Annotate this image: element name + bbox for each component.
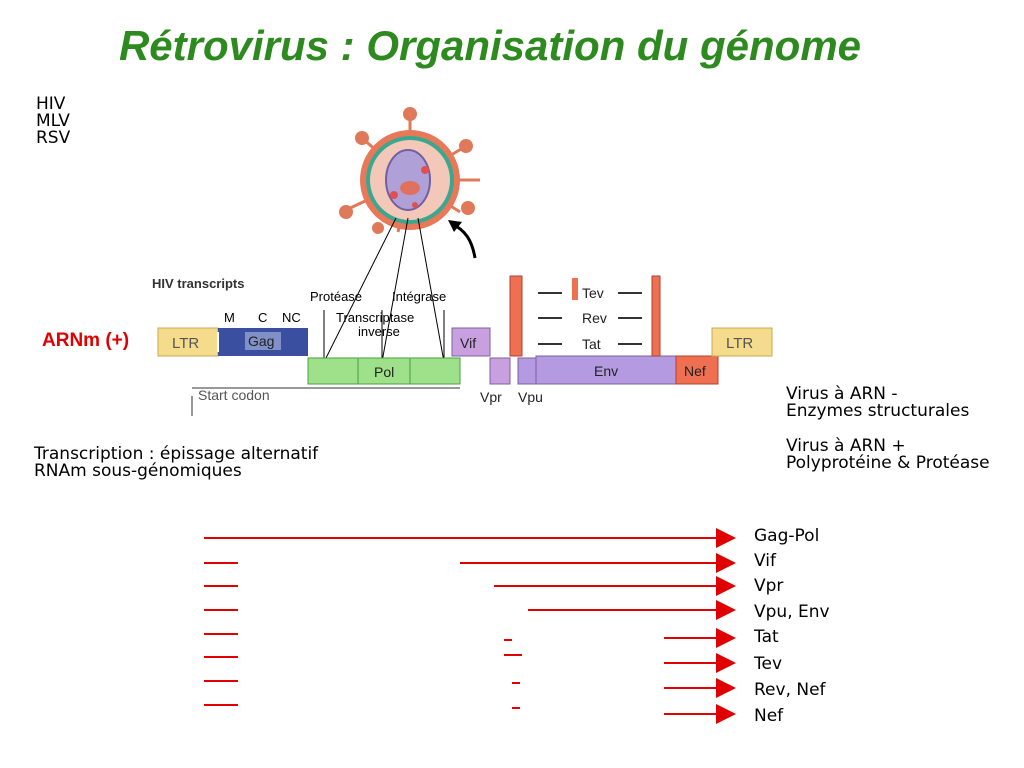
note-arn-plus: Virus à ARN + Polyprotéine & Protéase: [786, 436, 990, 473]
figure-heading: HIV transcripts: [152, 276, 244, 291]
virion-icon: [339, 107, 480, 234]
gene-ltr-right: [711, 327, 773, 357]
enzyme-integrase: Intégrase: [392, 289, 446, 304]
mrna-label: ARNm (+): [42, 330, 130, 351]
transcript-label: Vif: [754, 551, 776, 571]
enzyme-rt-2: inverse: [358, 324, 400, 339]
transcript-arrows: [204, 528, 736, 724]
virus-list-item: RSV: [36, 128, 71, 148]
svg-text:Vif: Vif: [460, 335, 476, 351]
svg-text:Vpr: Vpr: [480, 389, 502, 405]
enzyme-rt-1: Transcriptase: [336, 310, 414, 325]
virus-list-item: MLV: [36, 111, 70, 131]
hiv-genome-figure: HIV transcripts Protéase Intégrase Trans…: [152, 107, 773, 416]
transcript-label: Vpr: [754, 576, 784, 596]
gene-rev: Rev: [582, 310, 607, 326]
gene-tev: Tev: [582, 285, 604, 301]
gene-ltr-left: [157, 327, 219, 357]
svg-text:Gag: Gag: [248, 333, 274, 349]
transcript-label: Rev, Nef: [754, 680, 826, 700]
gag-domain-c: C: [258, 310, 267, 325]
enzyme-protease: Protéase: [310, 289, 362, 304]
note-transcription: Transcription : épissage alternatif RNAm…: [34, 444, 319, 481]
gene-vpr: [489, 357, 511, 385]
svg-text:Nef: Nef: [684, 363, 706, 379]
virus-list: HIV MLV RSV: [36, 96, 70, 147]
virus-list-item: HIV: [36, 94, 66, 114]
svg-text:LTR: LTR: [172, 335, 199, 352]
page-title: Rétrovirus : Organisation du génome: [118, 22, 862, 69]
transcript-label: Vpu, Env: [754, 602, 830, 622]
splice-arrows: [538, 292, 642, 345]
gene-nef: [675, 355, 719, 385]
transcript-label: Gag-Pol: [754, 526, 820, 546]
gene-pol: [307, 357, 461, 385]
gag-domain-m: M: [224, 310, 235, 325]
svg-text:Env: Env: [594, 363, 618, 379]
transcript-label: Tev: [754, 654, 783, 674]
note-arn-minus: Virus à ARN - Enzymes structurales: [786, 384, 970, 421]
gene-vpu: [517, 357, 537, 385]
gene-tat: Tat: [582, 336, 601, 352]
gene-vif: [451, 327, 491, 357]
svg-text:LTR: LTR: [726, 335, 753, 352]
start-codon-label: Start codon: [198, 387, 270, 403]
gag-domain-nc: NC: [282, 310, 301, 325]
transcript-label: Nef: [754, 706, 784, 726]
transcript-label: Tat: [754, 627, 779, 647]
svg-text:Pol: Pol: [374, 364, 394, 380]
svg-text:Vpu: Vpu: [518, 389, 543, 405]
